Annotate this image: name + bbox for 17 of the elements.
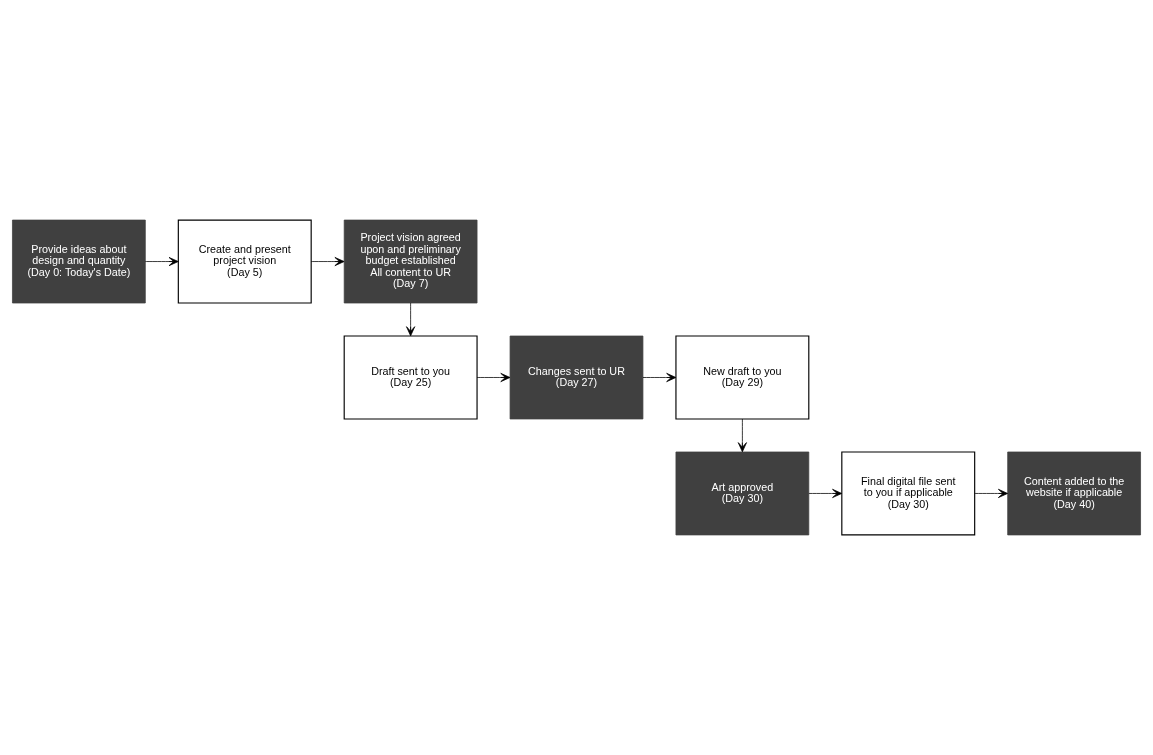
arrow [642,372,677,383]
node-box: Draft sent to you (Day 25) [343,335,478,420]
node-box: Provide ideas about design and quantity (Day 0: Today's Date) [12,219,146,304]
node-box: New draft to you (Day 29) [675,335,810,420]
arrow [145,257,179,267]
arrow [310,257,345,267]
node-box: Changes sent to UR (Day 27) [509,335,644,420]
node-box: Art approved (Day 30) [675,451,810,536]
arrow [808,488,843,498]
node-box: Project vision agreed upon and preliminary budget established All content to UR (Day 7) [343,219,478,304]
arrow [974,488,1008,498]
node-box: Content added to the website if applicable (Day 40) [1007,451,1141,536]
arrow [406,302,416,337]
arrow [737,418,747,453]
node-box: Create and present project vision (Day 5) [177,219,312,304]
arrow [476,372,511,383]
node-box: Final digital file sent to you if applicable (Day 30) [841,451,976,536]
